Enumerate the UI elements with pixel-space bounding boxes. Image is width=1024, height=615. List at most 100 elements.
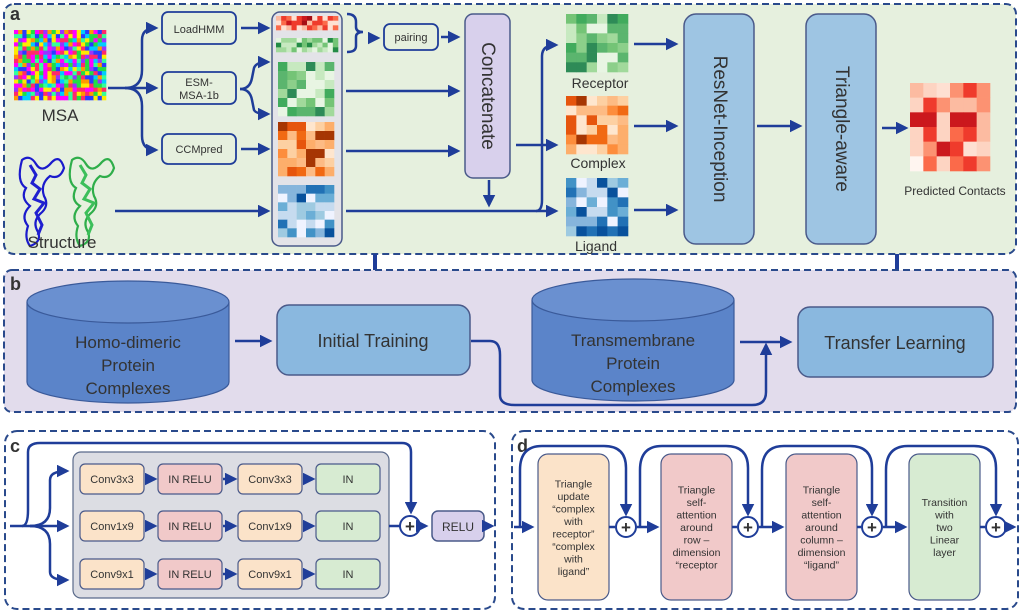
heatmap-cell <box>301 38 308 43</box>
heatmap-cell <box>306 131 316 141</box>
heatmap-cell <box>30 87 36 93</box>
heatmap-cell <box>322 25 328 31</box>
heatmap-cell <box>72 83 78 88</box>
heatmap-cell <box>97 71 103 76</box>
panel-a-label: a <box>10 4 21 24</box>
triangle-update-block: Triangleupdate“complexwithreceptor”“comp… <box>537 453 610 601</box>
heatmap-cell <box>278 149 288 159</box>
heatmap-cell <box>287 107 297 117</box>
heatmap-cell <box>55 62 61 68</box>
heatmap-cell <box>80 30 86 35</box>
heatmap-cell <box>586 14 598 24</box>
heatmap-cell <box>607 33 618 44</box>
heatmap-cell <box>287 211 297 220</box>
heatmap-cell <box>43 58 48 64</box>
panel-b: b Homo-dimeric Protein Complexes Initial… <box>3 269 1017 413</box>
svg-text:around: around <box>805 522 838 534</box>
heatmap-cell <box>286 16 292 21</box>
heatmap-cell <box>312 42 318 48</box>
heatmap-cell <box>324 185 335 194</box>
heatmap-cell <box>607 115 618 126</box>
heatmap-cell <box>55 50 61 56</box>
heatmap-cell <box>287 219 297 229</box>
heatmap-cell <box>18 83 23 88</box>
heatmap-cell <box>47 50 52 56</box>
heatmap-cell <box>296 89 307 99</box>
svg-text:with: with <box>934 510 954 522</box>
heatmap-cell <box>85 83 90 88</box>
heatmap-cell <box>39 83 44 88</box>
heatmap-cell <box>34 50 40 56</box>
heatmap-cell <box>566 115 577 126</box>
heatmap-cell <box>566 96 577 106</box>
heatmap-cell <box>22 46 27 51</box>
heatmap-cell <box>89 58 94 64</box>
heatmap-cell <box>85 38 90 43</box>
heatmap-cell <box>85 79 90 84</box>
heatmap-cell <box>51 62 57 68</box>
heatmap-cell <box>607 23 618 34</box>
heatmap-cell <box>586 115 598 126</box>
svg-text:Complexes: Complexes <box>590 377 675 396</box>
heatmap-cell <box>101 54 107 60</box>
heatmap-cell <box>76 54 82 60</box>
heatmap-cell <box>101 58 107 64</box>
svg-text:dimension: dimension <box>798 547 846 559</box>
heatmap-cell <box>30 71 36 76</box>
heatmap-cell <box>97 38 103 43</box>
heatmap-cell <box>22 83 27 88</box>
heatmap-cell <box>287 149 297 159</box>
heatmap-cell <box>576 125 587 135</box>
heatmap-cell <box>315 158 325 168</box>
receptor-label: Receptor <box>572 75 629 91</box>
heatmap-cell <box>576 52 587 63</box>
heatmap-cell <box>287 98 297 108</box>
heatmap-cell <box>97 58 103 64</box>
heatmap-cell <box>80 46 86 51</box>
heatmap-cell <box>55 67 61 72</box>
heatmap-cell <box>51 54 57 60</box>
structure-label: Structure <box>28 233 97 252</box>
heatmap-cell <box>85 54 90 60</box>
heatmap-cell <box>34 34 40 39</box>
heatmap-cell <box>566 43 577 53</box>
heatmap-cell <box>976 156 991 172</box>
heatmap-cell <box>68 87 73 93</box>
heatmap-cell <box>34 75 40 80</box>
svg-text:self-: self- <box>812 497 832 509</box>
svg-text:around: around <box>680 522 713 534</box>
heatmap-cell <box>14 50 19 56</box>
heatmap-cell <box>101 50 107 56</box>
panel-b-frame <box>3 269 1017 413</box>
svg-text:+: + <box>405 517 415 536</box>
heatmap-cell <box>39 62 44 68</box>
heatmap-cell <box>51 42 57 47</box>
heatmap-cell <box>85 95 90 101</box>
complex-heatmap <box>566 96 629 155</box>
heatmap-cell <box>306 80 316 90</box>
heatmap-cell <box>586 134 598 145</box>
heatmap-cell <box>85 62 90 68</box>
heatmap-cell <box>324 107 335 117</box>
heatmap-cell <box>76 71 82 76</box>
add-node: + <box>615 516 637 538</box>
heatmap-cell <box>85 30 90 35</box>
heatmap-cell <box>317 38 323 43</box>
heatmap-cell <box>296 158 307 168</box>
heatmap-cell <box>607 178 618 188</box>
heatmap-cell <box>936 127 951 142</box>
heatmap-cell <box>68 79 73 84</box>
heatmap-cell <box>72 34 78 39</box>
heatmap-cell <box>566 134 577 145</box>
heatmap-cell <box>47 62 52 68</box>
svg-text:Transition: Transition <box>922 497 968 509</box>
heatmap-cell <box>597 52 608 63</box>
heatmap-cell <box>950 127 964 142</box>
panel-a: a MSA Structure LoadHMM ESM- MSA-1b C <box>3 3 1017 255</box>
heatmap-cell <box>286 47 292 53</box>
heatmap-cell <box>324 89 335 99</box>
heatmap-cell <box>597 144 608 155</box>
heatmap-cell <box>566 187 577 198</box>
heatmap-cell <box>34 46 40 51</box>
